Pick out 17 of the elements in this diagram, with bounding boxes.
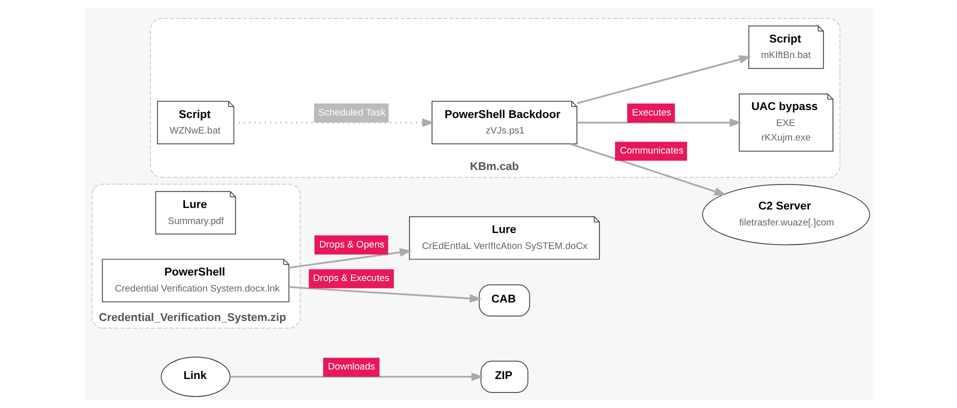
arrow [576, 118, 742, 127]
arrow [288, 286, 482, 303]
edge-label: Communicates [619, 146, 683, 157]
edge-label: Drops & Opens [318, 239, 384, 250]
edge-label: Downloads [327, 362, 375, 373]
edge-label: Scheduled Task [318, 108, 385, 118]
arrow [233, 118, 434, 127]
node-ellipse: C2 Server filetrasfer.wuaze[.]com [702, 184, 870, 246]
node-ellipse: Link [160, 356, 230, 397]
node-box: ZIP [480, 360, 528, 393]
edge-label: Drops & Executes [312, 273, 389, 284]
arrow [576, 55, 751, 104]
arrow [569, 143, 726, 196]
edge-label: Executes [631, 108, 671, 118]
node-box: CAB [478, 284, 530, 316]
arrow [288, 248, 412, 269]
arrow [230, 372, 484, 382]
